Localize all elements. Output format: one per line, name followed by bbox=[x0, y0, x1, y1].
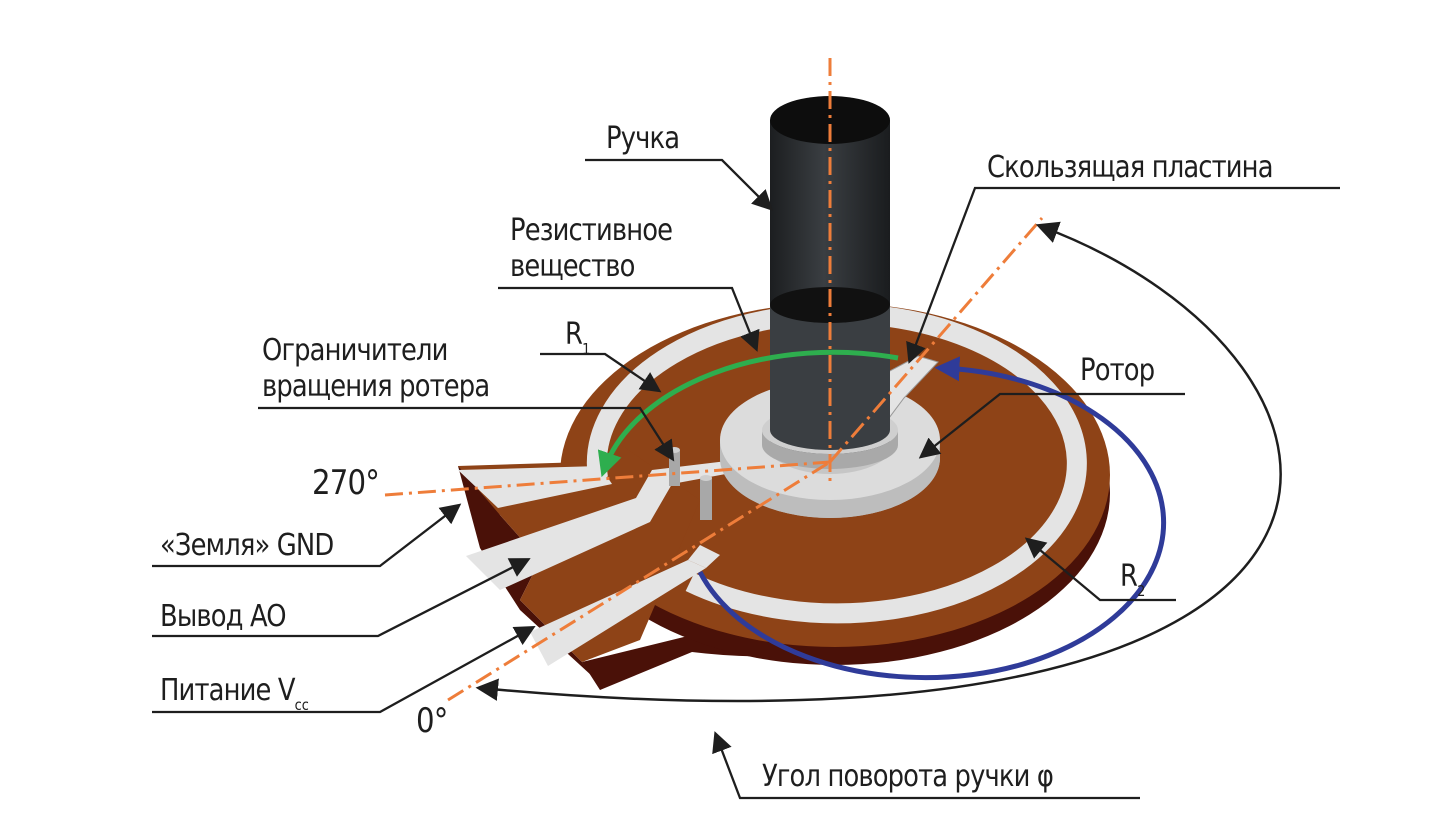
label-r2-main: R bbox=[1120, 559, 1138, 594]
label-270-deg: 270° bbox=[312, 463, 380, 503]
label-power-main: Питание V bbox=[160, 673, 295, 708]
leader-output bbox=[152, 558, 531, 638]
leader-lines bbox=[152, 158, 1340, 800]
label-angle: Угол поворота ручки φ bbox=[762, 759, 1054, 794]
label-0-deg: 0° bbox=[416, 701, 448, 741]
label-output: Вывод AO bbox=[160, 599, 287, 634]
leader-slider bbox=[906, 186, 1340, 364]
leader-power bbox=[152, 625, 536, 714]
leader-knob bbox=[585, 158, 773, 211]
label-rotor: Ротор bbox=[1080, 353, 1155, 388]
leader-gnd bbox=[152, 503, 462, 568]
label-power: Питание Vcc bbox=[160, 674, 309, 722]
label-limiters-line1: Ограничители bbox=[262, 333, 448, 368]
label-knob: Ручка bbox=[606, 121, 680, 156]
label-r2: R2 bbox=[1120, 560, 1145, 608]
leader-resistive bbox=[498, 286, 760, 352]
label-resistive-line1: Резистивное bbox=[510, 213, 673, 248]
leader-angle bbox=[712, 731, 1140, 800]
label-limiters-line2: вращения ротера bbox=[262, 369, 490, 404]
leader-r1 bbox=[540, 352, 662, 393]
label-power-sub: cc bbox=[294, 696, 309, 714]
label-r1-main: R bbox=[565, 317, 583, 352]
label-r2-sub: 2 bbox=[1137, 582, 1146, 600]
leader-r2 bbox=[1024, 537, 1176, 602]
leader-limiters bbox=[258, 406, 675, 462]
label-r1: R1 bbox=[565, 318, 590, 366]
label-r1-sub: 1 bbox=[582, 340, 591, 358]
label-slider: Скользящая пластина bbox=[987, 150, 1274, 185]
label-resistive-line2: вещество bbox=[510, 249, 635, 284]
label-ground: «Земля» GND bbox=[160, 528, 334, 563]
angle-arc-arrow bbox=[475, 221, 1282, 703]
leader-rotor bbox=[918, 392, 1185, 459]
